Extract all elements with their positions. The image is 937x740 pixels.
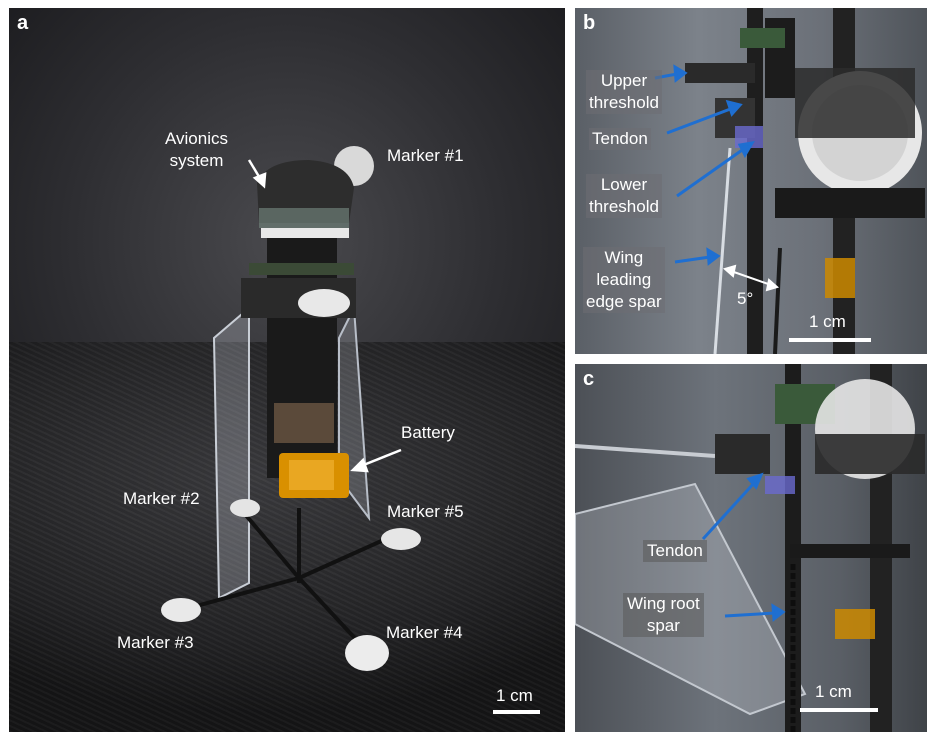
label-wing-leading-edge-spar: Wing leading edge spar	[583, 247, 665, 313]
scale-bar-a	[493, 710, 540, 714]
annotation-arrows	[247, 159, 402, 473]
left-wing	[212, 305, 250, 600]
label-marker-1: Marker #1	[387, 146, 464, 165]
panel-c-photo: c Tendon Wing root spar 1 cm	[575, 364, 927, 732]
scale-label-c: 1 cm	[815, 682, 852, 701]
label-marker-3: Marker #3	[117, 633, 194, 652]
leg-4	[297, 576, 366, 650]
label-wing-root-spar: Wing root spar	[623, 593, 704, 637]
mechanism-c	[715, 434, 770, 474]
leg-2	[242, 511, 301, 580]
label-marker-2: Marker #2	[123, 489, 200, 508]
label-tendon-b: Tendon	[589, 128, 651, 150]
label-angle: 5°	[737, 289, 754, 308]
panel-b-photo: b Upper threshold Tendon Lower threshold…	[575, 8, 927, 354]
closeup-b-illustration	[654, 8, 925, 354]
gear	[298, 289, 350, 317]
leg-3	[188, 576, 300, 610]
marker-5-disc	[381, 528, 421, 550]
wing-spar-b	[713, 147, 732, 354]
robot-illustration	[161, 146, 540, 714]
closeup-c-illustration	[575, 364, 925, 732]
panel-label-a: a	[17, 12, 29, 34]
label-marker-5: Marker #5	[387, 502, 464, 521]
panel-label-c: c	[583, 368, 595, 390]
blue-arrows-b	[654, 64, 755, 266]
marker-4-disc	[345, 635, 389, 671]
scale-bar-b	[789, 338, 871, 342]
label-marker-4: Marker #4	[386, 623, 463, 642]
scale-bar-c	[800, 708, 878, 712]
scale-label-a: 1 cm	[496, 686, 533, 705]
label-lower-threshold: Lower threshold	[586, 174, 662, 218]
label-tendon-c: Tendon	[643, 540, 707, 562]
label-battery: Battery	[401, 423, 455, 442]
panel-a-photo: a Avionics system Marker #1 Battery Mark…	[9, 8, 565, 732]
scale-label-b: 1 cm	[809, 312, 846, 331]
blue-arrows-c	[701, 472, 786, 622]
panel-label-b: b	[583, 12, 596, 34]
label-upper-threshold: Upper threshold	[586, 70, 662, 114]
marker-3-disc	[161, 598, 201, 622]
angle-arrow	[722, 264, 780, 292]
label-avionics-system: Avionics system	[165, 129, 228, 170]
marker-2-disc	[230, 499, 260, 517]
avionics-body	[257, 160, 354, 223]
